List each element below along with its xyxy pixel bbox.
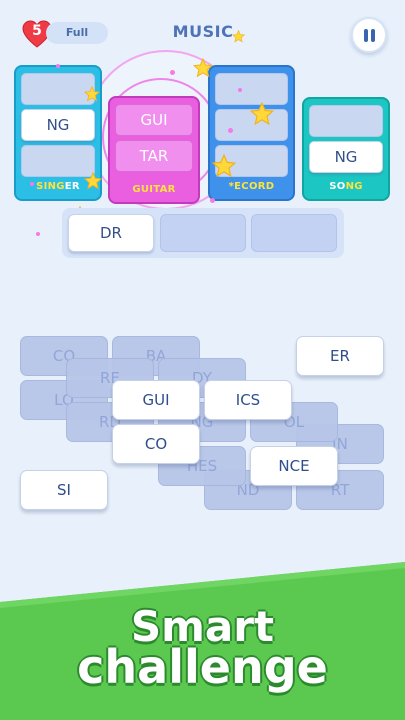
word-tile[interactable]: TAR — [115, 140, 193, 172]
sparkle — [30, 182, 34, 186]
star-icon — [232, 30, 245, 43]
banner-subheadline: challenge — [77, 640, 328, 694]
hidden-tile: BA — [112, 336, 200, 376]
star-icon — [193, 58, 213, 78]
category-card-song[interactable]: NG SONG — [302, 97, 390, 201]
category-label: SINGER — [36, 181, 80, 192]
star-icon — [250, 102, 274, 126]
builder-slot[interactable] — [251, 214, 337, 252]
card-slot — [215, 109, 288, 141]
word-tile[interactable]: ICS — [204, 380, 292, 420]
category-card-guitar[interactable]: GUI TAR GUITAR — [108, 96, 200, 204]
builder-slot[interactable] — [160, 214, 246, 252]
word-tile[interactable]: NG — [21, 109, 95, 141]
star-icon — [84, 86, 100, 102]
builder-slot[interactable]: DR — [68, 214, 154, 252]
word-tile[interactable]: CO — [112, 424, 200, 464]
word-tile[interactable]: NG — [309, 141, 383, 173]
word-tile[interactable]: ER — [296, 336, 384, 376]
lives-count: 5 — [32, 23, 42, 39]
category-label: SONG — [329, 181, 363, 192]
word-tile[interactable]: NCE — [250, 446, 338, 486]
sparkle — [228, 128, 233, 133]
category-card-record[interactable]: *ECORD — [208, 65, 295, 201]
card-slot — [215, 73, 288, 105]
hidden-tile: RE — [66, 358, 154, 398]
star-icon — [84, 172, 102, 190]
theme-title: MUSIC — [172, 22, 234, 41]
sparkle — [170, 70, 175, 75]
word-tile[interactable]: SI — [20, 470, 108, 510]
card-slot — [309, 105, 383, 137]
category-label: GUITAR — [132, 184, 176, 195]
card-slot — [21, 73, 95, 105]
star-icon — [212, 154, 236, 178]
lives-status-badge: Full — [46, 22, 108, 44]
sparkle — [238, 88, 242, 92]
card-slot — [21, 145, 95, 177]
pause-button[interactable] — [351, 17, 387, 53]
banner-headline: Smart — [130, 602, 275, 651]
word-tile[interactable]: GUI — [112, 380, 200, 420]
word-tile[interactable]: GUI — [115, 104, 193, 136]
promo-banner — [0, 562, 405, 720]
sparkle — [210, 198, 215, 203]
sparkle — [36, 232, 40, 236]
sparkle — [56, 64, 60, 68]
category-label: *ECORD — [228, 181, 275, 192]
